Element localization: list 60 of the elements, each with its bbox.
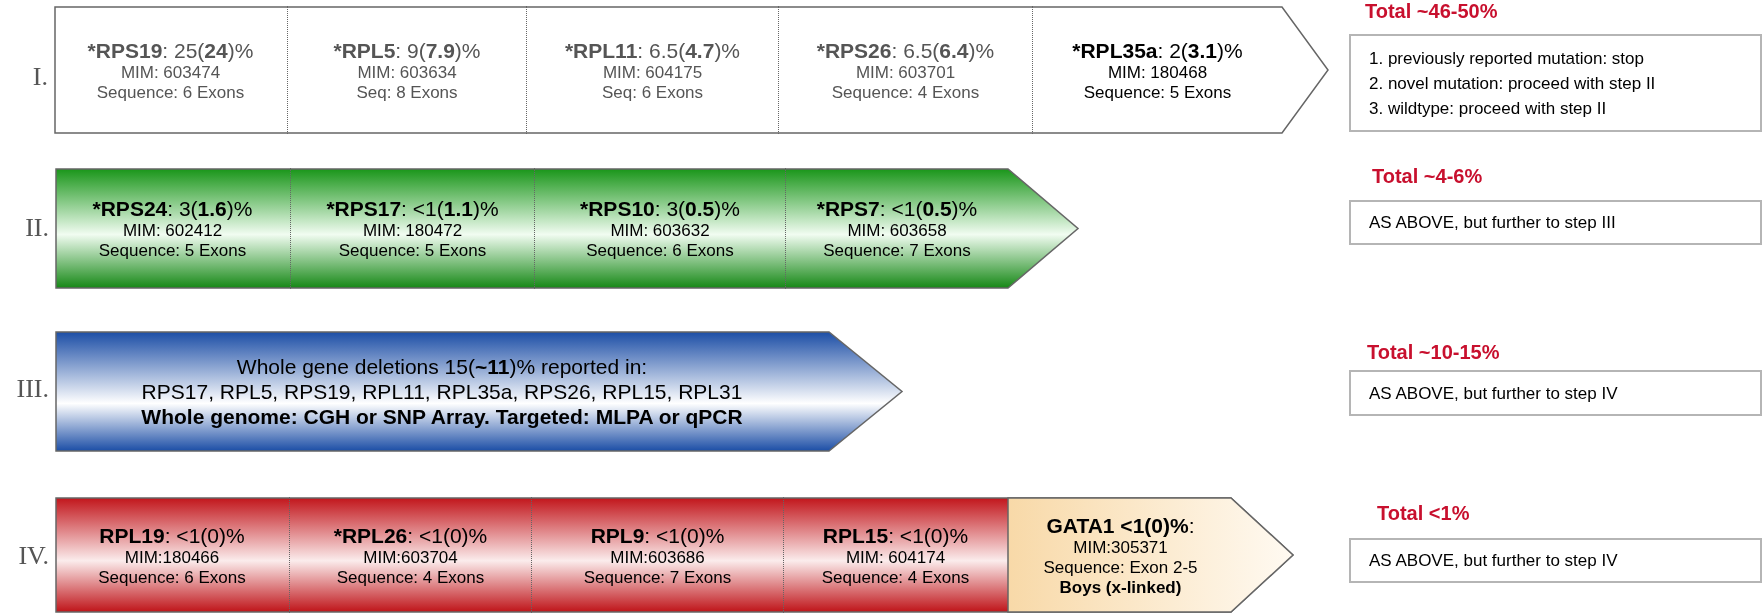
gene-detail: MIM: 603634 [357,62,457,83]
note-text: 1. previously reported mutation: stop [1369,47,1644,70]
gene-detail: MIM:180466 [124,547,220,568]
gene-detail: Sequence: 6 Exons [98,567,246,588]
gene-detail: MIM: 602412 [122,221,223,241]
gene-detail: Sequence: 4 Exons [831,82,980,103]
gene-detail: Sequence: 5 Exons [98,241,247,261]
gene-heading: *RPS17: <1(1.1)% [326,196,499,221]
gene-detail: Seq: 8 Exons [356,82,458,103]
gene-heading: *RPS26: 6.5(6.4)% [816,37,995,63]
step-numeral: II. [24,213,49,243]
gene-detail: MIM: 180472 [362,221,463,241]
gene-heading: *RPL26: <1(0)% [333,522,488,548]
gene-detail: Sequence: Exon 2-5 [1043,557,1198,578]
gene-detail: Seq: 6 Exons [601,82,704,103]
gene-detail: MIM: 603658 [847,221,947,241]
gene-detail: MIM:305371 [1073,537,1168,558]
note-text: 3. wildtype: proceed with step II [1369,97,1607,120]
gene-detail: Sequence: 5 Exons [338,241,487,261]
gene-heading: *RPL11: 6.5(4.7)% [564,37,741,63]
note-text: AS ABOVE, but further to step III [1369,212,1616,234]
gene-detail: MIM: 603632 [610,221,710,241]
gene-detail: Sequence: 4 Exons [821,567,970,588]
note-text: AS ABOVE, but further to step IV [1369,382,1618,405]
gene-detail: Boys (x-linked) [1059,577,1182,598]
total-heading: Total <1% [1377,502,1470,524]
gene-heading: *RPL35a: 2(3.1)% [1072,37,1243,63]
gene-detail: Sequence: 4 Exons [336,567,485,588]
total-heading: Total ~4-6% [1372,165,1483,187]
gene-detail: MIM:603704 [363,547,458,568]
band-text: Whole genome: CGH or SNP Array. Targeted: MLPA or qPCR [141,404,743,429]
gene-heading: *RPL5: 9(7.9)% [333,37,481,63]
gene-heading: RPL9: <1(0)% [590,522,725,548]
gene-heading: RPL19: <1(0)% [99,522,245,548]
gene-detail: MIM: 603701 [855,62,956,83]
gene-heading: *RPS7: <1(0.5)% [816,196,978,221]
gene-detail: MIM: 604174 [845,547,946,568]
total-heading: Total ~10-15% [1367,341,1500,363]
band-text: Whole gene deletions 15(~11)% reported in: [236,354,648,379]
gene-detail: MIM: 604175 [602,62,703,83]
band-text: RPS17, RPL5, RPS19, RPL11, RPL35a, RPS26, RPL15, RPL31 [141,379,743,404]
gene-detail: Sequence: 7 Exons [823,241,971,261]
gene-heading: *RPS19: 25(24)% [87,37,254,63]
total-heading: Total ~46-50% [1365,0,1498,22]
step-numeral: IV. [17,541,49,571]
gene-detail: Sequence: 6 Exons [96,82,245,103]
gene-heading: *RPS10: 3(0.5)% [580,196,740,221]
gene-detail: MIM:603686 [610,547,705,568]
step-numeral: I. [31,62,48,92]
gene-detail: Sequence: 5 Exons [1083,82,1232,103]
gene-detail: Sequence: 7 Exons [583,567,732,588]
step-numeral: III. [15,374,49,404]
gene-heading: *RPS24: 3(1.6)% [92,196,253,221]
note-text: 2. novel mutation: proceed with step II [1369,72,1656,95]
gene-heading: RPL15: <1(0)% [822,522,969,548]
gene-detail: MIM: 603474 [120,62,221,83]
gene-heading: GATA1 <1(0)%: [1046,512,1195,538]
note-text: AS ABOVE, but further to step IV [1369,550,1618,572]
gene-detail: MIM: 180468 [1107,62,1208,83]
gene-detail: Sequence: 6 Exons [586,241,734,261]
